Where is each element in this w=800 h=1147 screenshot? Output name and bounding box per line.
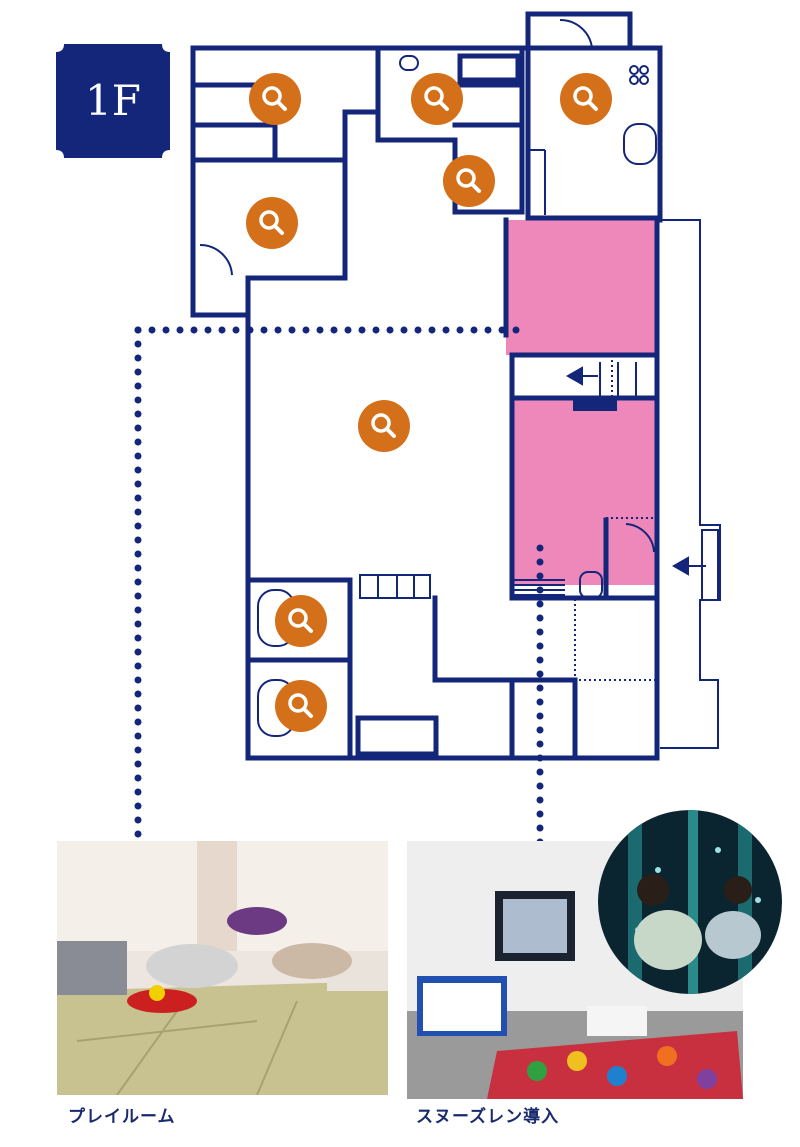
arrow-left-icon (565, 366, 598, 386)
snoezelen-photo (407, 841, 743, 1099)
magnifier-icon[interactable] (246, 197, 298, 249)
magnifier-icon[interactable] (275, 680, 327, 732)
magnifier-icon[interactable] (411, 73, 463, 125)
arrow-left-icon (671, 556, 706, 576)
leader-line-playroom (134, 326, 526, 864)
magnifier-icon[interactable] (443, 155, 495, 207)
snoezelen-inset-photo (598, 810, 782, 994)
highlight-area-bottom (512, 398, 657, 585)
highlight-area-top (506, 220, 657, 355)
snoezelen-caption: スヌーズレン導入 (416, 1107, 560, 1127)
magnifier-icon[interactable] (358, 400, 410, 452)
magnifier-icon[interactable] (560, 73, 612, 125)
floor-label: 1F (85, 76, 141, 125)
walls (190, 11, 663, 761)
outer-frame (199, 18, 721, 749)
playroom-photo (57, 841, 388, 1095)
floor-badge: 1F (56, 44, 170, 158)
magnifier-icon[interactable] (275, 595, 327, 647)
playroom-caption: プレイルーム (68, 1107, 176, 1127)
magnifier-icon[interactable] (249, 73, 301, 125)
